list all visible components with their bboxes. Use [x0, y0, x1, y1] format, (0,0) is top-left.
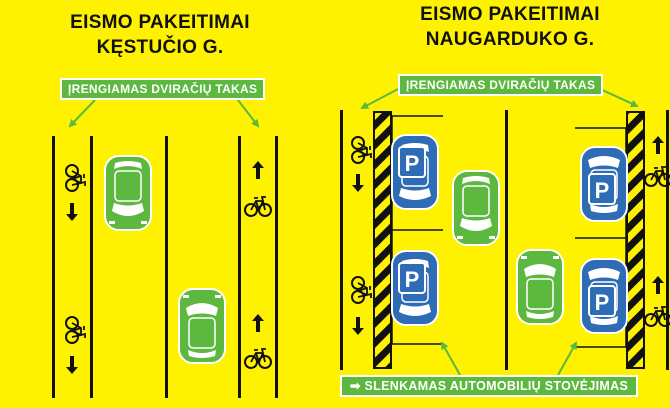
bike-lane-label-left: ĮRENGIAMAS DVIRAČIŲ TAKAS	[60, 78, 266, 100]
arrow-down-icon	[352, 174, 364, 192]
right-title-line2: NAUGARDUKO G.	[425, 29, 595, 50]
bike-lane-label-right: ĮRENGIAMAS DVIRAČIŲ TAKAS	[398, 74, 604, 96]
pointer-arrow	[237, 99, 260, 128]
right-street: P P P P	[340, 87, 670, 376]
pointer-arrow	[360, 87, 401, 109]
lane-line	[505, 110, 508, 370]
left-title-line2: KĘSTUČIO G.	[96, 37, 224, 58]
arrow-right-icon: ➡	[350, 379, 365, 393]
pointer-arrow	[68, 99, 96, 128]
hazard-barrier	[373, 111, 392, 369]
parking-letter: P	[595, 290, 610, 315]
lane-line	[340, 110, 343, 370]
lane-line	[666, 110, 669, 370]
parking-icon: P	[588, 173, 616, 205]
arrow-down-icon	[66, 203, 78, 221]
arrow-up-icon	[652, 276, 664, 294]
parking-icon: P	[588, 285, 616, 317]
parking-letter: P	[405, 151, 420, 176]
bicycle-icon	[351, 136, 372, 164]
parking-letter: P	[595, 178, 610, 203]
right-title-line1: EISMO PAKEITIMAI	[420, 4, 600, 25]
lane-line	[275, 136, 278, 398]
bicycle-icon	[244, 196, 272, 217]
pointer-arrow	[597, 87, 639, 108]
bicycle-icon	[65, 316, 86, 344]
lane-line	[238, 136, 241, 398]
car-icon	[178, 288, 226, 364]
lane-line	[52, 136, 55, 398]
parking-shift-label: ➡ SLENKAMAS AUTOMOBILIŲ STOVĖJIMAS	[340, 375, 639, 397]
pointer-arrow	[557, 341, 577, 376]
pointer-arrow	[441, 341, 461, 376]
car-icon	[104, 155, 152, 231]
bicycle-icon	[65, 164, 86, 192]
lane-line	[90, 136, 93, 398]
right-title: EISMO PAKEITIMAI NAUGARDUKO G.	[360, 2, 660, 52]
parking-icon: P	[398, 146, 426, 178]
left-title: EISMO PAKEITIMAI KĘSTUČIO G.	[40, 10, 280, 60]
bicycle-icon	[351, 276, 372, 304]
left-street	[52, 99, 278, 398]
hazard-barrier	[626, 111, 645, 369]
parking-icon: P	[398, 262, 426, 294]
arrow-down-icon	[66, 356, 78, 374]
parking-letter: P	[405, 267, 420, 292]
arrow-down-icon	[352, 317, 364, 335]
car-icon	[452, 170, 500, 246]
arrow-up-icon	[652, 136, 664, 154]
left-title-line1: EISMO PAKEITIMAI	[70, 12, 250, 33]
bicycle-icon	[244, 348, 272, 369]
car-icon	[516, 249, 564, 325]
parking-shift-text: SLENKAMAS AUTOMOBILIŲ STOVĖJIMAS	[364, 379, 629, 393]
arrow-up-icon	[252, 314, 264, 332]
lane-line	[165, 136, 168, 398]
arrow-up-icon	[252, 161, 264, 179]
